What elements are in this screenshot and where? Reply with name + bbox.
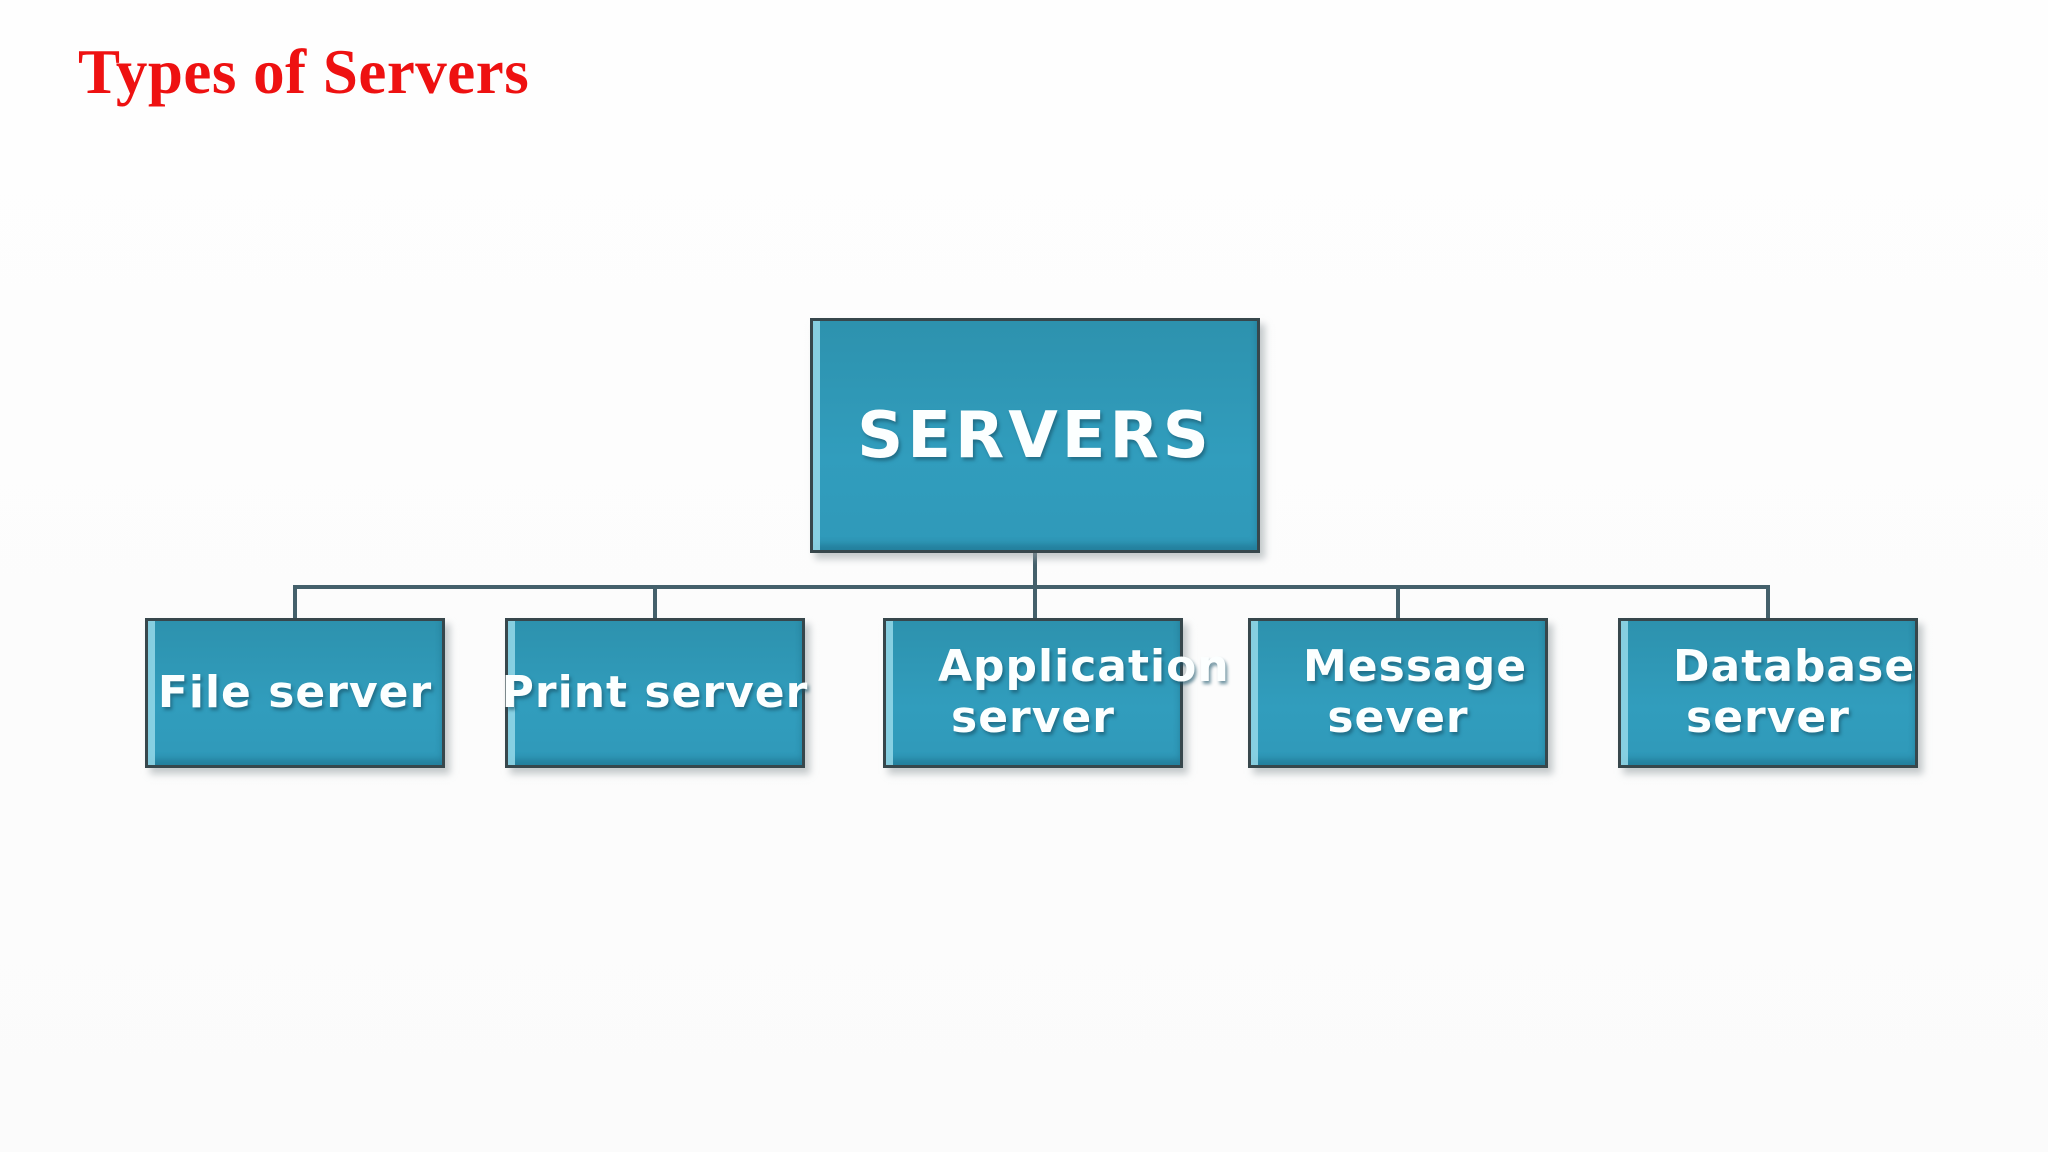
node-servers: SERVERS (810, 318, 1260, 553)
connector-stub-application (1033, 585, 1037, 620)
node-message-server-label: Message sever (1303, 641, 1528, 743)
node-print-server: Print server (502, 618, 807, 768)
node-print-server-label: Print server (501, 666, 809, 718)
node-servers-label: SERVERS (857, 398, 1213, 473)
connector-rail (293, 585, 1770, 589)
connector-stub-print (653, 585, 657, 620)
node-database-server-label: Database server (1673, 641, 1916, 743)
node-file-server-label: File server (157, 666, 433, 718)
connector-stub-database (1766, 585, 1770, 620)
node-database-server: Database server (1618, 618, 1918, 768)
connector-stub-message (1396, 585, 1400, 620)
node-file-server: File server (145, 618, 445, 768)
connector-stub-file (293, 585, 297, 620)
node-message-server: Message sever (1248, 618, 1548, 768)
node-application-server: Application server (883, 618, 1230, 768)
node-application-server-label: Application server (938, 641, 1230, 743)
connector-root-stub (1033, 551, 1037, 587)
page-title: Types of Servers (78, 37, 530, 107)
